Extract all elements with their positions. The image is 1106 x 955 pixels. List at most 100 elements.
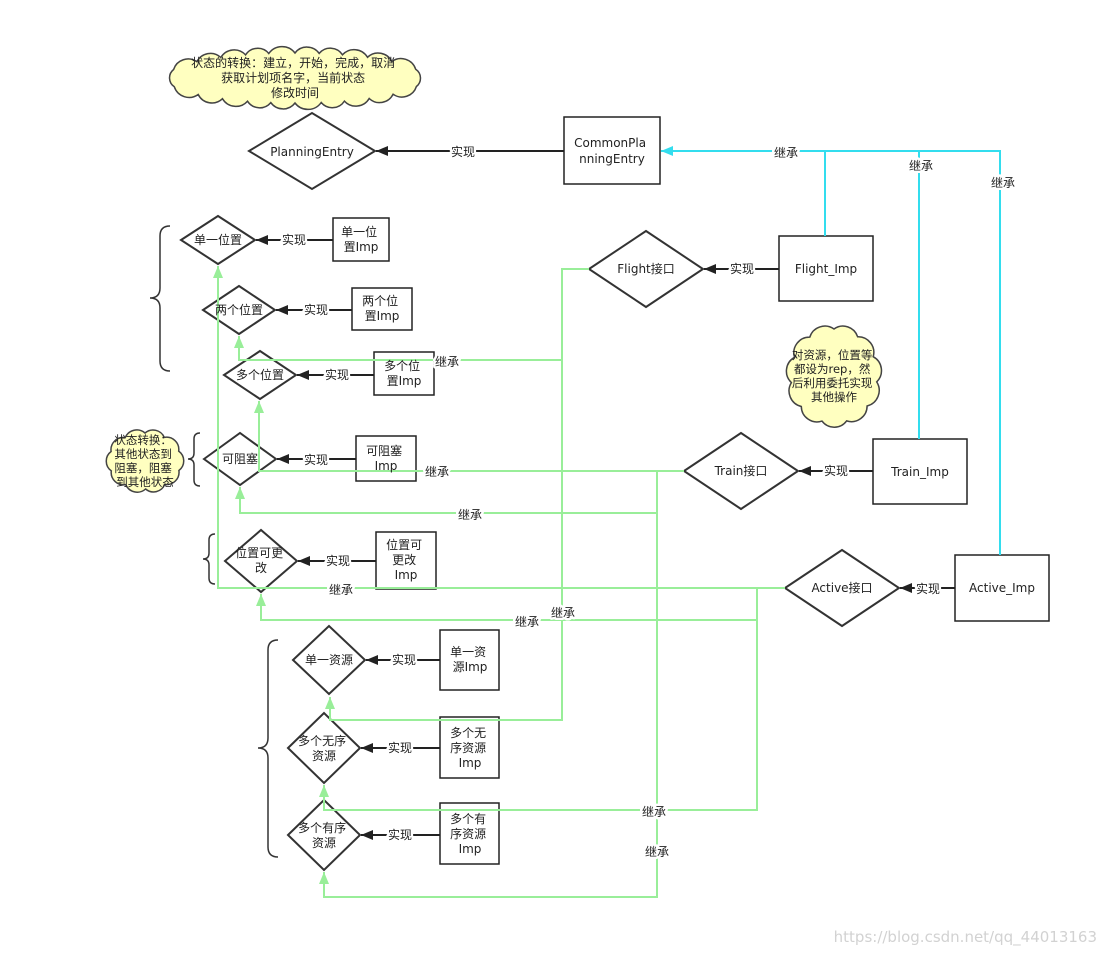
flight-interface-diamond — [587, 229, 705, 309]
label-line: 可阻塞 — [366, 443, 402, 458]
train-interface-label: Train接口 — [714, 463, 768, 478]
label-line: 更改 — [392, 553, 416, 567]
realize-edge-label: 实现 — [824, 463, 848, 478]
inherit-edge-label: 继承 — [435, 355, 459, 369]
active-imp-box — [954, 554, 1050, 622]
location-group-brace — [149, 225, 171, 372]
note-line: 修改时间 — [271, 85, 319, 100]
label-line: 源Imp — [453, 660, 488, 674]
inherit-edge-label: 继承 — [425, 465, 449, 479]
label-line: 单一位 — [341, 224, 377, 239]
flight-imp-box — [778, 235, 874, 302]
label-line: Imp — [395, 568, 418, 582]
blockable-group-brace — [187, 432, 201, 487]
two-locations-label: 两个位置 — [215, 302, 263, 317]
note-line: 其他状态到 — [114, 447, 172, 461]
blocking-transition-note-text: 状态转换： 其他状态到 阻塞，阻塞 到其他状态 — [114, 433, 175, 489]
label-line: 资源 — [312, 749, 336, 763]
train-inherits-blockable-line — [235, 487, 657, 514]
label-line: 多个位 — [384, 358, 420, 373]
location-changeable-imp-label: 位置可 更改 Imp — [386, 537, 426, 582]
blockable-imp-box — [355, 435, 417, 482]
location-changeable-label: 位置可更 改 — [235, 545, 287, 575]
label-line: 置Imp — [344, 240, 379, 254]
multiple-ordered-resources-imp-label: 多个有 序资源 Imp — [450, 812, 490, 856]
note-line: 都设为rep，然 — [794, 362, 871, 376]
label-line: 单一资 — [450, 645, 486, 659]
label-line: 多个有 — [450, 812, 486, 826]
inherit-edge-label: 继承 — [645, 845, 669, 859]
multiple-unordered-resources-imp-box — [439, 716, 500, 779]
multiple-ordered-resources-diamond — [286, 798, 362, 872]
single-location-diamond — [179, 214, 257, 266]
label-line: 序资源 — [450, 826, 486, 841]
single-resource-diamond — [291, 624, 367, 696]
active-imp-inherits-common-line — [661, 146, 1001, 555]
active-inherits-location-changeable-line — [256, 594, 757, 621]
single-resource-imp-label: 单一资 源Imp — [450, 645, 490, 674]
realize-edge-label: 实现 — [304, 302, 328, 317]
active-interface-label: Active接口 — [811, 580, 872, 595]
active-inherits-single-location-line — [213, 266, 785, 589]
single-resource-label: 单一资源 — [305, 653, 353, 667]
active-interface-diamond — [783, 548, 901, 628]
single-location-label: 单一位置 — [194, 232, 242, 247]
delegation-note: 对资源，位置等 都设为rep，然 后利用委托实现 其他操作 — [785, 325, 883, 428]
inherit-edge-label: 继承 — [458, 508, 482, 522]
label-line: Imp — [375, 459, 398, 473]
multiple-unordered-resources-label: 多个无序 资源 — [298, 733, 350, 763]
label-line: 置Imp — [387, 374, 422, 388]
note-line: 后利用委托实现 — [792, 376, 873, 390]
blocking-transition-note: 状态转换： 其他状态到 阻塞，阻塞 到其他状态 — [105, 429, 185, 493]
multiple-locations-imp-label: 多个位 置Imp — [384, 358, 424, 388]
realize-edge-label: 实现 — [325, 367, 349, 382]
realization-connectors — [256, 146, 955, 840]
realize-edge-label: 实现 — [916, 581, 940, 596]
inherit-edge-label: 继承 — [329, 583, 353, 597]
group-braces — [149, 225, 279, 858]
label-line: 改 — [255, 561, 267, 575]
label-line: 序资源 — [450, 740, 486, 755]
interface-diamonds — [179, 111, 901, 872]
label-line: 资源 — [312, 836, 336, 850]
label-line: 多个无 — [450, 726, 486, 740]
note-line: 其他操作 — [811, 390, 857, 404]
flight-inherits-two-locations-line — [234, 336, 562, 361]
multiple-ordered-resources-imp-box — [439, 802, 500, 865]
blockable-label: 可阻塞 — [222, 451, 258, 466]
state-transition-note: 状态的转换：建立，开始，完成，取消 获取计划项名字，当前状态 修改时间 — [168, 45, 422, 111]
state-transition-note-text: 状态的转换：建立，开始，完成，取消 获取计划项名字，当前状态 修改时间 — [191, 55, 399, 100]
blocking-transition-cloud — [105, 429, 185, 493]
inheritance-connectors-green — [213, 266, 785, 898]
watermark-text: https://blog.csdn.net/qq_44013163 — [834, 928, 1097, 947]
active-imp-label: Active_Imp — [969, 581, 1035, 595]
changeable-group-brace — [202, 533, 216, 585]
realize-edge-label: 实现 — [451, 144, 475, 159]
realize-edge-label: 实现 — [392, 652, 416, 667]
two-locations-imp-box — [351, 287, 413, 331]
train-imp-label: Train_Imp — [890, 465, 949, 479]
realize-edge-label: 实现 — [388, 827, 412, 842]
label-line: 位置可更 — [235, 545, 283, 560]
realize-edge-label: 实现 — [326, 553, 350, 568]
realization-edge-labels: 实现 实现 实现 实现 实现 实现 实现 实现 实现 实现 实现 实现 — [279, 142, 942, 845]
inherit-edge-label: 继承 — [909, 159, 933, 173]
label-line: Imp — [459, 756, 482, 770]
realize-edge-label: 实现 — [282, 232, 306, 247]
label-line: 多个有序 — [298, 820, 346, 835]
inheritance-edge-labels: 继承 继承 继承 继承 继承 继承 继承 继承 继承 继承 继承 — [326, 144, 1017, 862]
flight-interface-label: Flight接口 — [617, 261, 675, 276]
multiple-unordered-resources-diamond — [286, 711, 362, 785]
inherit-edge-label: 继承 — [515, 615, 539, 629]
note-line: 阻塞，阻塞 — [114, 461, 172, 475]
note-line: 获取计划项名字，当前状态 — [221, 70, 365, 85]
active-inherits-unordered-resources-line — [319, 588, 758, 811]
common-planning-entry-label: CommonPla nningEntry — [574, 136, 650, 166]
realize-edge-label: 实现 — [304, 452, 328, 467]
realize-edge-label: 实现 — [388, 740, 412, 755]
label-line: nningEntry — [579, 152, 645, 166]
train-imp-box — [872, 438, 968, 505]
realize-edge-label: 实现 — [730, 261, 754, 276]
label-line: 置Imp — [365, 309, 400, 323]
